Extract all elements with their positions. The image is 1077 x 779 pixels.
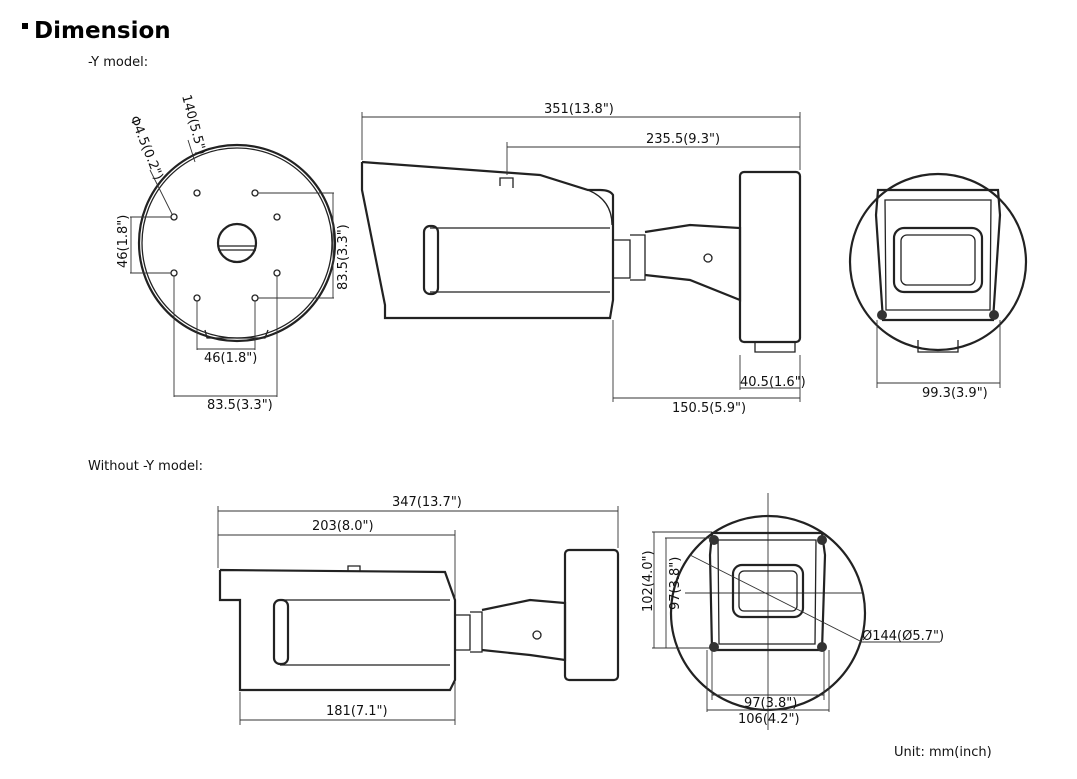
height-inner-label: 97(3.8") — [668, 557, 683, 610]
bracket-length-label: 235.5(9.3") — [646, 132, 720, 147]
mount-base-view: 140(5.5") Φ4.5(0.2") 46(1.8") 83.5(3.3")… — [116, 93, 351, 413]
body-length-label: 203(8.0") — [312, 519, 374, 534]
base-depth-label: 40.5(1.6") — [740, 375, 806, 390]
hole-spacing-v-large: 83.5(3.3") — [336, 224, 351, 290]
front-width-label: 99.3(3.9") — [922, 386, 988, 401]
camera-front-view-y: 99.3(3.9") — [848, 172, 1028, 401]
page-title: Dimension — [34, 18, 171, 44]
hole-spacing-v-small: 46(1.8") — [116, 215, 131, 268]
hole-spacing-h-small: 46(1.8") — [204, 351, 257, 366]
height-outer-label: 102(4.0") — [641, 550, 656, 612]
width-inner-label: 97(3.8") — [744, 696, 797, 711]
unit-label: Unit: mm(inch) — [894, 745, 992, 760]
bullet-icon — [22, 23, 28, 29]
non-y-model-label: Without -Y model: — [88, 459, 203, 474]
camera-side-view-y: 351(13.8") 235.5(9.3") 40.5(1.6") 150.5(… — [360, 102, 806, 416]
total-length-label: 351(13.8") — [544, 102, 614, 117]
width-outer-label: 106(4.2") — [738, 712, 800, 727]
y-model-label: -Y model: — [88, 55, 148, 70]
arm-length-label: 150.5(5.9") — [672, 401, 746, 416]
bottom-length-label: 181(7.1") — [326, 704, 388, 719]
diameter-label-2: Ø144(Ø5.7") — [862, 629, 944, 644]
camera-front-view-non-y: 102(4.0") 97(3.8") Ø144(Ø5.7") 97(3.8") … — [641, 493, 944, 730]
hole-spacing-h-large: 83.5(3.3") — [207, 398, 273, 413]
camera-side-view-non-y: 347(13.7") 203(8.0") 181(7.1") — [217, 495, 620, 725]
hole-label: Φ4.5(0.2") — [126, 114, 165, 182]
diameter-label: 140(5.5") — [178, 93, 208, 156]
total-length-label-2: 347(13.7") — [392, 495, 462, 510]
